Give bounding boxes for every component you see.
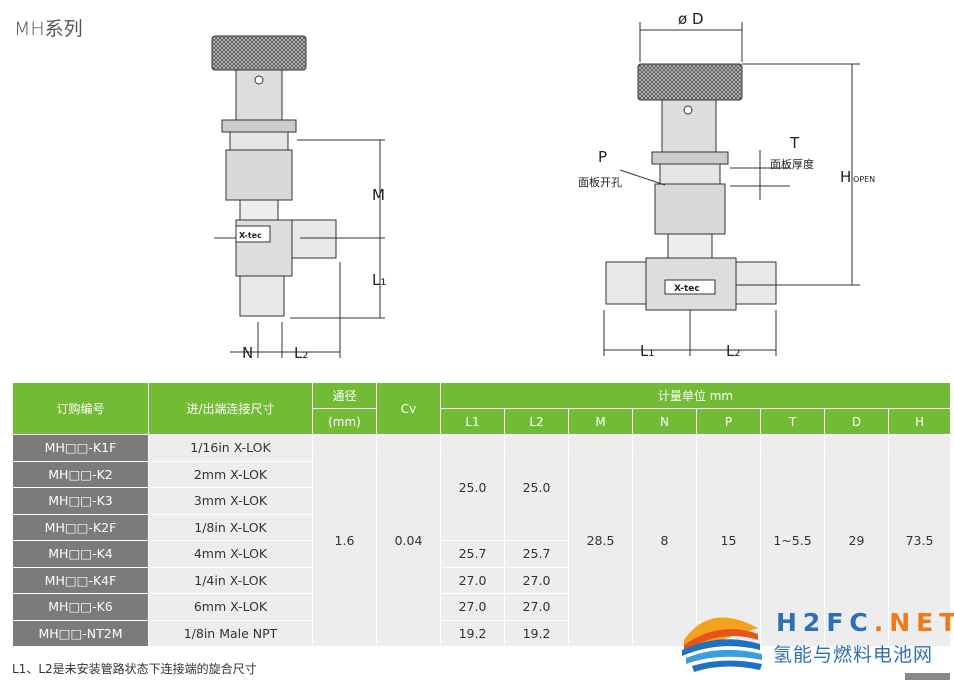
L1-cell: 19.2 <box>441 620 504 646</box>
conn-cell: 1/8in Male NPT <box>149 620 312 646</box>
header-M: M <box>569 409 632 434</box>
header-N: N <box>633 409 696 434</box>
D-cell: 29 <box>825 435 888 646</box>
code-cell: MH□□-K2 <box>13 461 148 487</box>
L2-cell: 19.2 <box>505 620 568 646</box>
header-L1: L1 <box>441 409 504 434</box>
header-cv: Cv <box>377 383 440 434</box>
right-brand-label: X-tec <box>674 284 700 294</box>
series-title: MH系列 <box>14 18 83 40</box>
conn-cell: 6mm X-LOK <box>149 594 312 620</box>
dim-P-desc: 面板开孔 <box>578 175 622 189</box>
dim-L1-right: L₁ <box>640 342 654 360</box>
header-L2: L2 <box>505 409 568 434</box>
dim-L2-right: L₂ <box>726 342 740 360</box>
code-cell: MH□□-K2F <box>13 514 148 540</box>
header-H: H <box>889 409 950 434</box>
left-brand-label: X-tec <box>239 231 262 240</box>
P-cell: 15 <box>697 435 760 646</box>
header-T: T <box>761 409 824 434</box>
code-cell: MH□□-K3 <box>13 488 148 514</box>
L1-cell: 27.0 <box>441 594 504 620</box>
L2-cell: 25.0 <box>505 435 568 540</box>
header-P: P <box>697 409 760 434</box>
watermark-cn: 氢能与燃料电池网 <box>773 644 934 666</box>
L2-cell: 25.7 <box>505 541 568 567</box>
header-unit: 计量单位 mm <box>441 383 950 408</box>
L1-cell: 25.0 <box>441 435 504 540</box>
H-cell: 73.5 <box>889 435 950 646</box>
conn-cell: 3mm X-LOK <box>149 488 312 514</box>
cv-cell: 0.04 <box>377 435 440 646</box>
L1-cell: 25.7 <box>441 541 504 567</box>
dim-M: M <box>372 186 385 204</box>
code-cell: MH□□-K1F <box>13 435 148 461</box>
L1-cell: 27.0 <box>441 567 504 593</box>
header-bore: 通径 <box>313 383 376 408</box>
header-conn: 进/出端连接尺寸 <box>149 383 312 434</box>
code-cell: MH□□-K4F <box>13 567 148 593</box>
dim-P: P <box>598 148 607 166</box>
spec-table: 订购编号 进/出端连接尺寸 通径 Cv 计量单位 mm (mm) L1 L2 M… <box>12 382 951 647</box>
conn-cell: 4mm X-LOK <box>149 541 312 567</box>
header-bore-unit: (mm) <box>313 409 376 434</box>
dim-L1: L₁ <box>372 271 386 289</box>
conn-cell: 2mm X-LOK <box>149 461 312 487</box>
N-cell: 8 <box>633 435 696 646</box>
dim-T-desc: 面板厚度 <box>770 157 814 171</box>
header-D: D <box>825 409 888 434</box>
conn-cell: 1/8in X-LOK <box>149 514 312 540</box>
footnote: L1、L2是未安装管路状态下连接端的旋合尺寸 <box>12 662 257 676</box>
conn-cell: 1/4in X-LOK <box>149 567 312 593</box>
code-cell: MH□□-NT2M <box>13 620 148 646</box>
L2-cell: 27.0 <box>505 594 568 620</box>
watermark-text: H2FC.NET <box>776 608 954 637</box>
dim-H: H <box>840 168 851 186</box>
valve-drawings: X-tec M L₁ N L₂ X-tec ø D T 面板厚度 P 面板开孔 … <box>211 10 875 362</box>
dim-T: T <box>789 134 800 152</box>
bore-cell: 1.6 <box>313 435 376 646</box>
left-valve-drawing <box>211 35 385 358</box>
header-code: 订购编号 <box>13 383 148 434</box>
M-cell: 28.5 <box>569 435 632 646</box>
watermark-logo-icon <box>682 617 762 672</box>
dim-H-sub: OPEN <box>853 175 875 184</box>
dim-D: ø D <box>678 10 704 28</box>
table-row: MH□□-K1F 1/16in X-LOK 1.6 0.04 25.0 25.0… <box>13 435 950 646</box>
code-cell: MH□□-K4 <box>13 541 148 567</box>
L2-cell: 27.0 <box>505 567 568 593</box>
right-valve-drawing <box>603 22 860 356</box>
dim-N: N <box>242 344 253 362</box>
conn-cell: 1/16in X-LOK <box>149 435 312 461</box>
T-cell: 1~5.5 <box>761 435 824 646</box>
page-control[interactable] <box>905 673 950 680</box>
dim-L2: L₂ <box>294 344 308 362</box>
code-cell: MH□□-K6 <box>13 594 148 620</box>
